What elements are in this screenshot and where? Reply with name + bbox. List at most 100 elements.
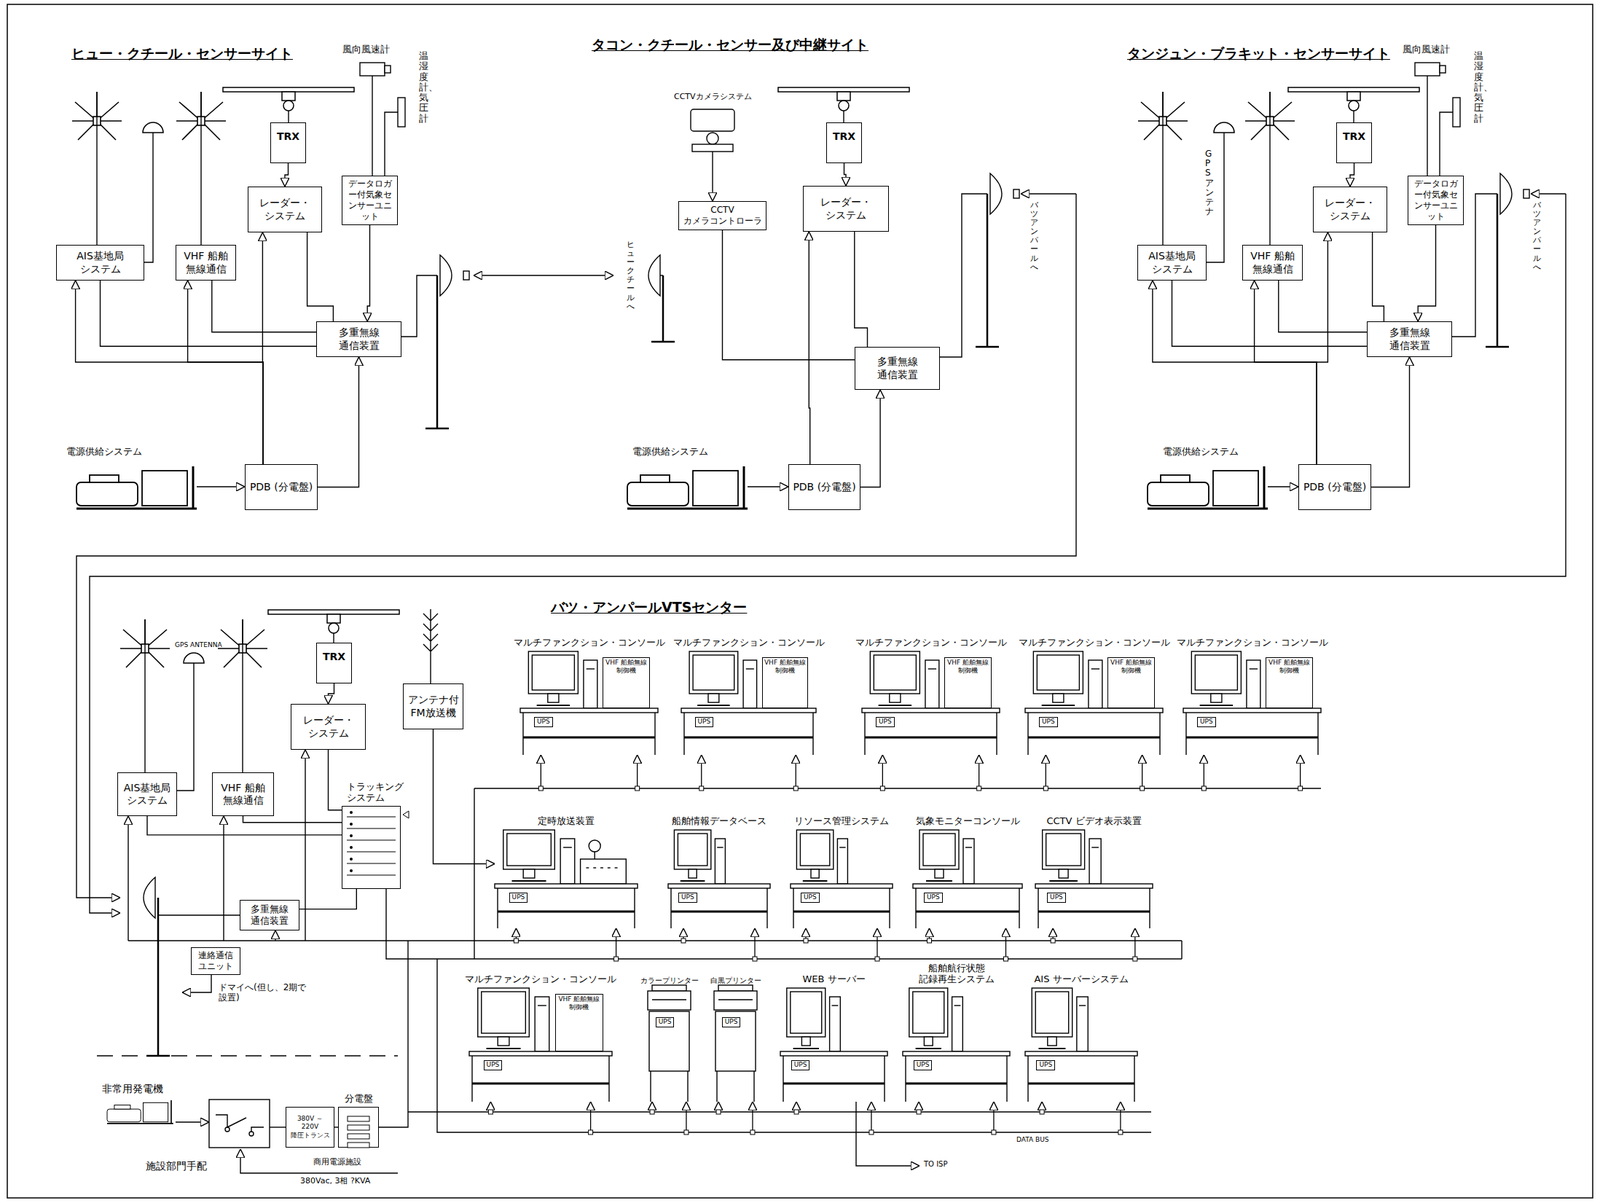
bus-junction — [1118, 1130, 1123, 1135]
connector — [1278, 280, 1367, 333]
figure-stroke — [580, 859, 627, 884]
site-illustration — [778, 87, 910, 111]
figure-stroke — [800, 833, 830, 866]
bus-junction — [1298, 786, 1303, 791]
site-illustration — [269, 1126, 286, 1128]
figure-stroke — [954, 1004, 962, 1006]
site-illustration — [76, 193, 1077, 898]
site-illustration — [1202, 132, 1225, 263]
station-heading: リソース管理システム — [794, 815, 889, 827]
bus-junction — [927, 938, 932, 943]
figure-stroke — [716, 1071, 717, 1102]
connector — [854, 231, 868, 347]
workstation: マルチファンクション・コンソールVHF 船舶無線 制御機UPS — [1183, 632, 1321, 755]
figure-stroke — [496, 888, 498, 929]
ups-box: UPS — [534, 716, 554, 728]
figure-stroke — [349, 822, 353, 826]
annotation-label: 風向風速計 — [1402, 43, 1450, 56]
ups-box: UPS — [1036, 1060, 1056, 1071]
bus-stub — [993, 1101, 994, 1133]
site-illustration — [384, 112, 398, 176]
station-heading: CCTV ビデオ表示装置 — [1046, 815, 1141, 827]
workstation: マルチファンクション・コンソールVHF 船舶無線 制御機UPS — [1025, 632, 1163, 755]
vertical-label: バツアンパールへ — [1532, 201, 1541, 272]
connector — [328, 749, 343, 811]
workstation: 船舶航行状態 記録再生システムUPS — [902, 969, 1010, 1102]
bus-stub — [1134, 928, 1136, 959]
node-text: VHF 船舶 無線通信 — [178, 249, 234, 276]
printer-station: カラープリンターUPS — [644, 969, 694, 1102]
figure-stroke — [654, 712, 656, 755]
node-text: TRX — [276, 130, 300, 144]
figure-stroke — [889, 693, 901, 703]
vertical-label: 温湿度計、気圧計 — [418, 51, 429, 124]
ups-box: UPS — [655, 1017, 675, 1028]
figure-stroke — [1038, 910, 1150, 913]
figure-stroke — [347, 1142, 370, 1148]
figure-stroke — [1185, 712, 1187, 755]
figure-stroke — [523, 869, 535, 878]
bus-stub — [754, 928, 755, 959]
figure-stroke — [346, 839, 396, 841]
annotation-label: TO ISP — [923, 1159, 948, 1169]
site-illustration — [173, 663, 194, 791]
figure-stroke — [649, 1011, 690, 1072]
site-illustration — [182, 974, 212, 993]
figure-stroke — [793, 1047, 819, 1050]
site-illustration — [196, 485, 245, 487]
node-text: PDB (分電盤) — [1303, 480, 1367, 494]
site-illustration — [423, 609, 438, 684]
figure-stroke — [681, 708, 817, 713]
site-illustration — [627, 466, 748, 509]
annotation-label: 電源供給システム — [632, 445, 709, 458]
connector — [75, 280, 264, 465]
bus-stub — [876, 928, 878, 959]
figure-stroke — [346, 827, 396, 829]
station-heading: マルチファンクション・コンソール — [855, 636, 1007, 649]
figure-stroke — [1079, 1004, 1086, 1006]
bus-junction — [880, 786, 885, 791]
bus-stub — [1005, 928, 1007, 959]
figure-stroke — [783, 1082, 885, 1085]
figure-stroke — [652, 985, 687, 991]
workstation: リソース管理システムUPS — [790, 810, 893, 929]
site-illustration — [1485, 193, 1509, 347]
figure-stroke — [1047, 1036, 1057, 1046]
figure-stroke — [883, 1055, 885, 1102]
figure-stroke — [697, 704, 730, 707]
equipment-box: レーダー・ システム — [802, 185, 889, 232]
figure-stroke — [801, 1036, 811, 1046]
bus-junction — [752, 956, 758, 962]
figure-stroke — [905, 1082, 1007, 1085]
figure-stroke — [792, 888, 794, 929]
vhf-controller: VHF 船舶無線 制御機 — [555, 993, 605, 1052]
site-illustration — [1267, 485, 1299, 487]
annotation-label: 電源供給システム — [66, 445, 143, 458]
connector — [1172, 280, 1368, 347]
site-illustration — [268, 609, 400, 634]
section-title: バツ・アンパールVTSセンター — [550, 598, 747, 616]
site-illustration — [225, 1127, 230, 1132]
site-illustration — [1213, 122, 1235, 133]
bus-stub — [882, 754, 884, 789]
site-illustration — [463, 271, 470, 280]
site-illustration — [473, 274, 614, 276]
site-illustration — [144, 619, 145, 773]
site-illustration — [241, 619, 243, 773]
figure-stroke — [1042, 829, 1085, 870]
figure-stroke — [714, 838, 725, 884]
figure-stroke — [708, 693, 720, 703]
figure-stroke — [1246, 660, 1261, 709]
figure-stroke — [904, 1055, 906, 1102]
figure-stroke — [812, 712, 814, 755]
vhf-controller: VHF 船舶無線 制御機 — [762, 657, 809, 709]
workstation: 定時放送装置UPS — [494, 810, 638, 929]
figure-stroke — [753, 1071, 755, 1102]
figure-stroke — [477, 987, 530, 1037]
figure-stroke — [934, 869, 944, 878]
node-text: レーダー・ システム — [1315, 196, 1385, 223]
workstation-figure — [902, 969, 1010, 1102]
bus-junction — [635, 786, 640, 791]
figure-stroke — [633, 888, 635, 929]
